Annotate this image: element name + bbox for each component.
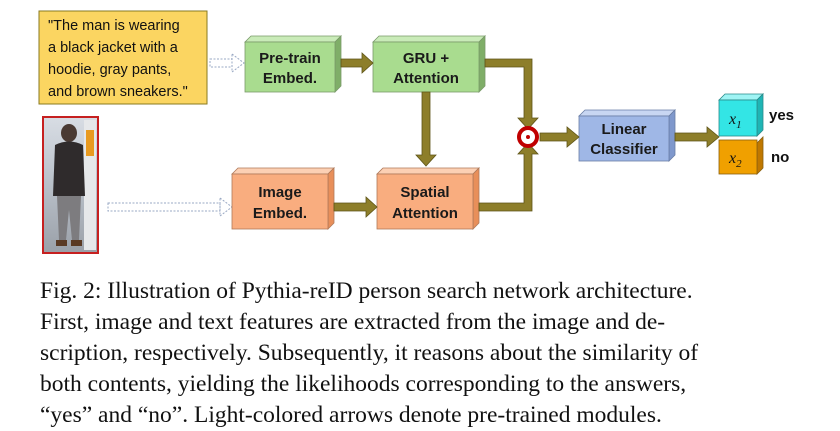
fusion-node [517,126,539,148]
pretrain-embed-label-1: Pre-train [259,50,321,67]
arrow-gru-to-fusion [484,58,539,130]
pretrain-embed-block: Pre-train Embed. [244,35,342,93]
caption-line-2: First, image and text features are extra… [40,309,666,335]
arrow-fusion-to-classifier [539,126,580,148]
answer-no: no [771,149,789,166]
caption-line-1: Fig. 2: Illustration of Pythia-reID pers… [40,278,693,304]
arrow-gru-to-spatial [415,91,437,167]
gru-attention-label-1: GRU + [403,50,450,67]
caption-line-5: “yes” and “no”. Light-colored arrows den… [40,402,662,428]
gru-attention-block: GRU + Attention [372,35,486,93]
image-embed-label-2: Embed. [253,205,307,222]
image-embed-block: Image Embed. [231,167,335,230]
query-line-2: a black jacket with a [48,40,179,56]
trainable-arrows [333,52,720,218]
pretrained-arrow-text [209,53,245,73]
person-image-sign [86,130,94,156]
output-x2-symbol: x2 [728,150,742,170]
linear-classifier-block: Linear Classifier [578,109,676,162]
arrow-spatial-to-fusion [478,142,539,212]
image-embed-label-1: Image [258,184,301,201]
person-shoe-right [71,240,82,246]
output-x1-symbol: x1 [728,111,742,131]
pretrain-embed-label-2: Embed. [263,70,317,87]
pretrained-arrow-image [107,197,233,217]
arrow-pretrain-to-gru [340,52,374,74]
person-shoe-left [56,240,67,246]
spatial-attention-label-1: Spatial [400,184,449,201]
spatial-attention-label-2: Attention [392,205,458,222]
arrow-image-to-spatial [333,196,378,218]
gru-attention-label-2: Attention [393,70,459,87]
fusion-dot [526,135,530,139]
linear-classifier-label-1: Linear [601,121,646,138]
person-head [61,124,77,142]
architecture-diagram: "The man is wearing a black jacket with … [38,10,794,254]
caption-line-4: both contents, yielding the likelihoods … [40,371,687,397]
linear-classifier-label-2: Classifier [590,141,658,158]
person-pants [57,196,81,240]
query-line-3: hoodie, gray pants, [48,62,171,78]
person-image [42,116,99,254]
query-text-box: "The man is wearing a black jacket with … [38,10,208,105]
output-x1: x1 yes [718,93,794,137]
query-box-bg [38,10,208,105]
answer-yes: yes [769,107,794,124]
query-line-1: "The man is wearing [48,18,180,34]
figure-caption: Fig. 2: Illustration of Pythia-reID pers… [40,276,810,431]
output-x2: x2 no [718,136,789,175]
query-line-4: and brown sneakers." [48,84,188,100]
person-jacket [53,141,85,196]
arrow-classifier-to-outputs [674,126,720,148]
caption-line-3: scription, respectively. Subsequently, i… [40,340,699,366]
spatial-attention-block: Spatial Attention [376,167,480,230]
